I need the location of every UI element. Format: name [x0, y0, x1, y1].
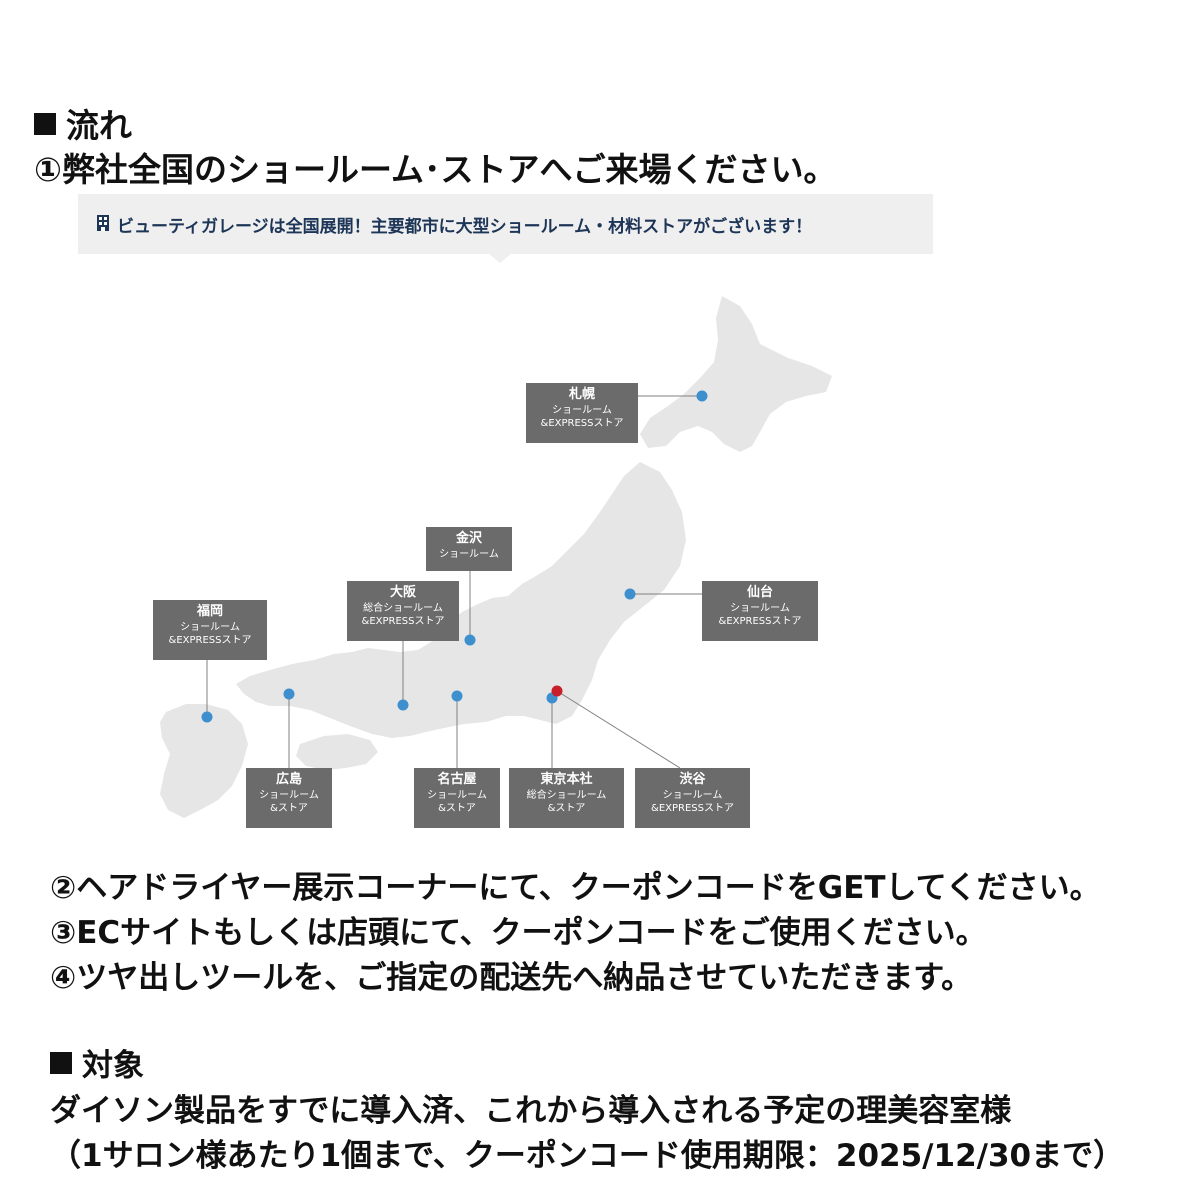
store-name: 仙台: [746, 585, 773, 600]
store-line: ショールーム: [259, 789, 319, 801]
store-line: &ストア: [438, 802, 476, 814]
hokkaido-shape: [640, 296, 832, 452]
flow-heading-text: 流れ: [66, 106, 132, 145]
store-line: &EXPRESSストア: [540, 417, 624, 429]
store-name: 金沢: [455, 531, 482, 546]
store-line: ショールーム: [552, 404, 612, 416]
store-line: 総合ショールーム: [363, 602, 443, 614]
target-line1: ダイソン製品をすでに導入済、これから導入される予定の理美容室様: [50, 1093, 1012, 1129]
japan-map: [160, 296, 832, 818]
store-label-sapporo[interactable]: 札幌 ショールーム &EXPRESSストア: [526, 383, 638, 443]
step1-text: ①弊社全国のショールーム･ストアへご来場ください。: [34, 150, 837, 189]
store-label-shibuya[interactable]: 渋谷 ショールーム &EXPRESSストア: [635, 768, 750, 828]
store-line: &EXPRESSストア: [718, 615, 802, 627]
fukuoka-marker[interactable]: [201, 711, 213, 723]
store-name: 広島: [275, 772, 302, 787]
store-name: 大阪: [389, 585, 416, 600]
store-line: &EXPRESSストア: [168, 634, 252, 646]
store-label-kanazawa[interactable]: 金沢 ショールーム: [426, 527, 512, 571]
store-name: 東京本社: [540, 772, 593, 787]
step4-text: ④ツヤ出しツールを、ご指定の配送先へ納品させていただきます。: [50, 960, 973, 996]
kanazawa-marker[interactable]: [464, 634, 476, 646]
store-line: ショールーム: [662, 789, 723, 801]
store-label-fukuoka[interactable]: 福岡 ショールーム &EXPRESSストア: [153, 600, 267, 660]
banner: [78, 194, 933, 254]
step3-text: ③ECサイトもしくは店頭にて、クーポンコードをご使用ください。: [50, 915, 987, 951]
banner-text: ビューティガレージは全国展開！主要都市に大型ショールーム・材料ストアがございます…: [117, 217, 813, 237]
shibuya-marker[interactable]: [551, 685, 563, 697]
sapporo-marker[interactable]: [696, 390, 708, 402]
target-heading-text: 対象: [82, 1048, 144, 1084]
sendai-marker[interactable]: [624, 588, 636, 600]
shikoku-shape: [296, 734, 378, 770]
store-name: 名古屋: [437, 772, 477, 787]
banner-pointer: [489, 254, 511, 263]
store-line: &EXPRESSストア: [651, 802, 734, 814]
osaka-marker[interactable]: [397, 699, 409, 711]
honshu-shape: [236, 462, 686, 738]
store-line: ショールーム: [427, 789, 487, 801]
nagoya-marker[interactable]: [451, 690, 463, 702]
square-bullet-icon: [34, 113, 56, 135]
store-name: 福岡: [196, 604, 223, 619]
step2-text: ②ヘアドライヤー展示コーナーにて、クーポンコードをGETしてください。: [50, 870, 1101, 906]
square-bullet-icon: [50, 1052, 72, 1074]
store-name: 渋谷: [679, 772, 706, 787]
building-icon: [97, 215, 109, 231]
target-line2: （1サロン様あたり1個まで、クーポンコード使用期限：2025/12/30まで）: [50, 1138, 1125, 1174]
store-line: &EXPRESSストア: [361, 615, 445, 627]
store-name: 札幌: [568, 387, 595, 402]
store-label-nagoya[interactable]: 名古屋 ショールーム &ストア: [414, 768, 500, 828]
target-heading: 対象: [50, 1040, 144, 1085]
store-line: &ストア: [270, 802, 308, 814]
kyushu-shape: [160, 704, 248, 818]
store-line: 総合ショールーム: [526, 789, 607, 801]
flow-heading: 流れ: [34, 99, 132, 147]
store-label-sendai[interactable]: 仙台 ショールーム &EXPRESSストア: [702, 581, 818, 641]
store-label-tokyo[interactable]: 東京本社 総合ショールーム &ストア: [509, 768, 624, 828]
store-line: ショールーム: [180, 621, 240, 633]
store-label-osaka[interactable]: 大阪 総合ショールーム &EXPRESSストア: [347, 581, 459, 641]
store-line: ショールーム: [439, 548, 499, 560]
store-line: ショールーム: [730, 602, 790, 614]
store-label-hiroshima[interactable]: 広島 ショールーム &ストア: [246, 768, 332, 828]
hiroshima-marker[interactable]: [283, 688, 295, 700]
store-line: &ストア: [547, 802, 586, 814]
